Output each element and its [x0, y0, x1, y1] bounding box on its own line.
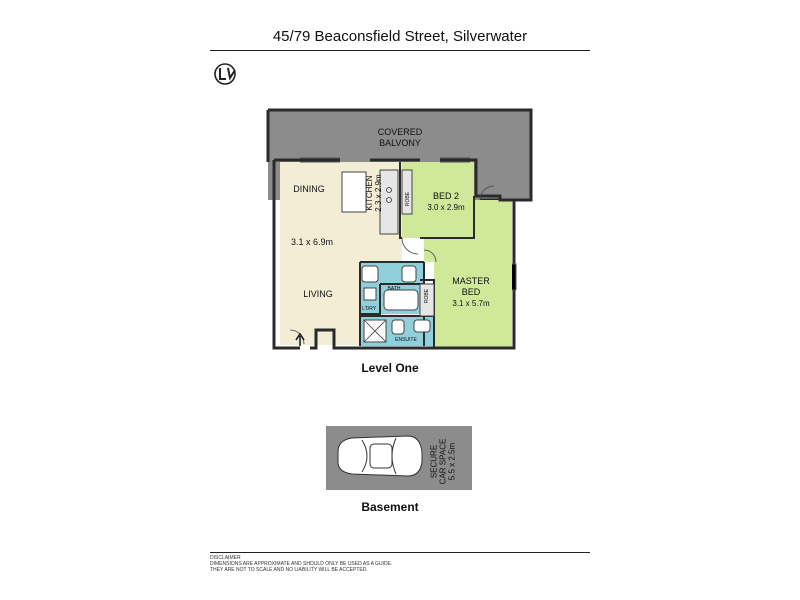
laundry-label: L'DRY — [361, 306, 377, 312]
basement-caption: Basement — [361, 500, 419, 514]
disclaimer-line-1: DIMENSIONS ARE APPROXIMATE AND SHOULD ON… — [210, 561, 393, 567]
property-address: 45/79 Beaconsfield Street, Silverwater — [272, 28, 528, 45]
logo-icon — [214, 63, 236, 85]
ensuite-label: ENSUITE — [395, 337, 417, 343]
disclaimer-line-2: THEY ARE NOT TO SCALE AND NO LIABILITY W… — [210, 567, 368, 573]
living-dims-label: 3.1 x 6.9m — [290, 237, 334, 247]
bath-label: BATH — [387, 286, 401, 292]
header-rule — [210, 50, 590, 51]
kitchen-label: KITCHEN 2.3 x 2.9m — [365, 174, 383, 212]
master-bed-label: MASTER BED — [452, 276, 490, 297]
robe-label: ROBE — [405, 191, 411, 207]
dining-label: DINING — [293, 184, 325, 194]
car-space-label: SECURE CAR SPACE 5.5 x 2.5m — [429, 438, 457, 485]
disclaimer: DISCLAIMER DIMENSIONS ARE APPROXIMATE AN… — [210, 555, 392, 573]
master-dims-label: 3.1 x 5.7m — [452, 299, 490, 308]
robe2-label: ROBE — [424, 288, 430, 304]
footer-rule — [210, 552, 590, 553]
living-label: LIVING — [303, 289, 333, 299]
bed2-dims-label: 3.0 x 2.9m — [427, 203, 465, 212]
bed2-name-label: BED 2 — [432, 191, 459, 201]
car-icon — [337, 435, 423, 477]
master-bed-area — [424, 200, 512, 348]
level-one-caption: Level One — [361, 361, 419, 375]
balcony-label: COVERED BALVONY — [377, 127, 423, 148]
disclaimer-title: DISCLAIMER — [210, 555, 241, 561]
